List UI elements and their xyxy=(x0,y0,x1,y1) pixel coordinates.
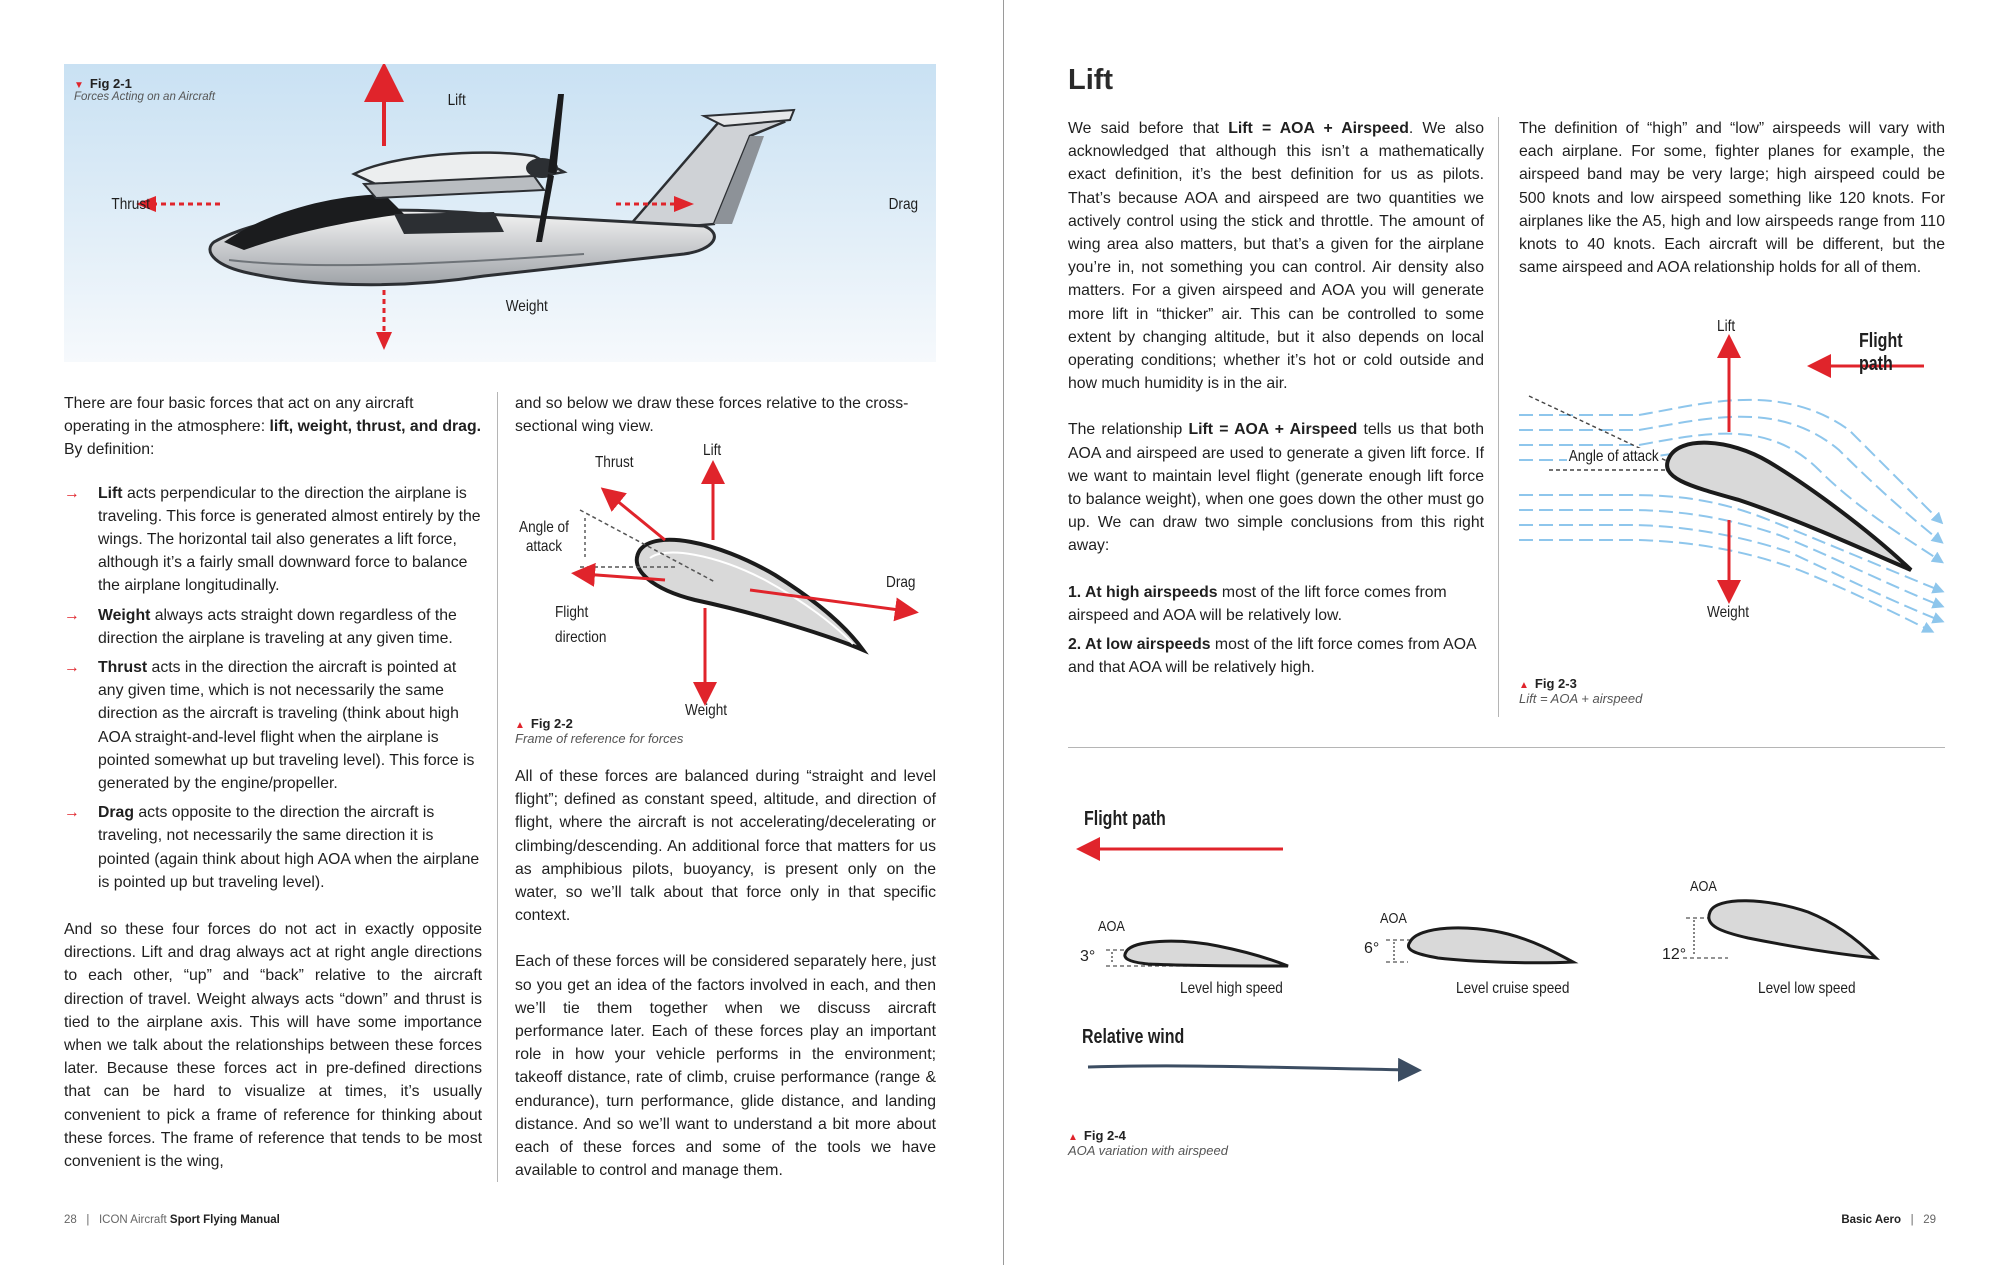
fig-label: Fig 2-4 xyxy=(1083,1128,1126,1143)
section-divider xyxy=(1068,747,1945,748)
aoa-angle-value: 12° xyxy=(1662,946,1687,963)
fig-2-3: Lift Flight path Angle of attack Weight xyxy=(1519,318,1945,640)
page-number: 29 xyxy=(1923,1214,1936,1226)
manual-title: Sport Flying Manual xyxy=(169,1214,280,1226)
triangle-marker-icon: ▲ xyxy=(1519,680,1529,691)
wing-forces-diagram xyxy=(571,460,919,706)
list-item: →Weight always acts straight down regard… xyxy=(64,604,482,650)
list-item: →Thrust acts in the direction the aircra… xyxy=(64,656,482,795)
right-footer: Basic Aero | 29 xyxy=(1841,1214,1936,1226)
weight-label: Weight xyxy=(1707,604,1750,621)
arrow-right-icon: → xyxy=(64,484,80,502)
left-column-2: and so below we draw these forces relati… xyxy=(515,392,936,438)
lift-label: Lift xyxy=(703,442,722,459)
triangle-marker-icon: ▲ xyxy=(515,720,525,731)
brand-name: ICON Aircraft xyxy=(98,1214,167,1226)
fig-2-1: ▼ Fig 2-1 Forces Acting on an Aircraft Li… xyxy=(64,62,936,362)
list-item: →Lift acts perpendicular to the directio… xyxy=(64,482,482,598)
paragraph: And so these four forces do not act in e… xyxy=(64,921,482,1171)
left-column-2-lower: All of these forces are balanced during … xyxy=(515,765,936,1182)
left-page: ▼ Fig 2-1 Forces Acting on an Aircraft Li… xyxy=(64,62,936,1226)
fig-2-4-caption-block: ▲ Fig 2-4 AOA variation with airspeed xyxy=(1068,1128,1228,1158)
aoa-angle-value: 3° xyxy=(1080,948,1096,965)
relative-wind-label: Relative wind xyxy=(1082,1026,1185,1048)
fig-caption: Lift = AOA + airspeed xyxy=(1519,691,1643,706)
aircraft-forces-illustration xyxy=(64,62,936,362)
weight-label: Weight xyxy=(505,298,548,315)
airfoil-label: Level low speed xyxy=(1758,980,1856,997)
lift-label: Lift xyxy=(447,92,466,109)
flight-path-label: Flight path xyxy=(1084,808,1166,830)
page-title: Lift xyxy=(1068,64,1114,96)
thrust-label: Thrust xyxy=(595,454,634,471)
lift-airflow-diagram xyxy=(1519,334,1945,633)
thrust-label: Thrust xyxy=(111,196,150,213)
column-divider xyxy=(1498,117,1499,717)
paragraph: and so below we draw these forces relati… xyxy=(515,395,909,436)
list-item: →Drag acts opposite to the direction the… xyxy=(64,801,482,894)
arrow-right-icon: → xyxy=(64,606,80,624)
drag-label: Drag xyxy=(888,196,919,213)
angle-of-attack-label: Angle of attack xyxy=(1567,448,1661,466)
conclusion-1: 1. At high airspeeds most of the lift fo… xyxy=(1068,583,1447,624)
fig-caption: AOA variation with airspeed xyxy=(1068,1143,1228,1158)
fig-2-2-caption-block: ▲ Fig 2-2 Frame of reference for forces xyxy=(515,716,683,746)
paragraph: We said before that Lift = AOA + Airspee… xyxy=(1068,120,1484,393)
fig-2-4: Flight path AOA 3° Level high speed AOA … xyxy=(1068,800,1945,1110)
paragraph: The definition of “high” and “low” airsp… xyxy=(1519,120,1945,277)
conclusion-2: 2. At low airspeeds most of the lift for… xyxy=(1068,636,1476,677)
fig-label: Fig 2-2 xyxy=(530,716,573,731)
book-spine xyxy=(1003,0,1004,1265)
weight-label: Weight xyxy=(685,702,728,719)
section-name: Basic Aero xyxy=(1841,1214,1902,1226)
lift-label: Lift xyxy=(1717,318,1736,335)
paragraph: The relationship Lift = AOA + Airspeed t… xyxy=(1068,421,1484,555)
drag-label: Drag xyxy=(886,574,916,591)
aoa-label: AOA xyxy=(1690,878,1717,895)
arrow-right-icon: → xyxy=(64,804,80,822)
airfoil-label: Level high speed xyxy=(1180,980,1283,997)
aoa-label: AOA xyxy=(1098,918,1125,935)
aoa-variation-diagram xyxy=(1076,837,1881,1082)
flight-path-label: Flight path xyxy=(1859,330,1903,375)
triangle-marker-icon: ▲ xyxy=(1068,1132,1078,1143)
left-column-1: There are four basic forces that act on … xyxy=(64,392,482,1173)
fig-caption: Frame of reference for forces xyxy=(515,731,684,746)
aoa-angle-value: 6° xyxy=(1364,940,1380,957)
column-divider xyxy=(497,392,498,1182)
forces-list: →Lift acts perpendicular to the directio… xyxy=(64,482,482,894)
intro-paragraph: There are four basic forces that act on … xyxy=(64,395,481,459)
left-footer: 28 | ICON Aircraft Sport Flying Manual xyxy=(64,1214,280,1226)
fig-caption: Forces Acting on an Aircraft xyxy=(74,91,216,103)
page-number: 28 xyxy=(64,1214,77,1226)
fig-2-3-caption-block: ▲ Fig 2-3 Lift = AOA + airspeed xyxy=(1519,676,1642,706)
right-column-1: We said before that Lift = AOA + Airspee… xyxy=(1068,117,1484,679)
arrow-right-icon: → xyxy=(64,659,80,677)
airfoil-label: Level cruise speed xyxy=(1456,980,1570,997)
paragraph: All of these forces are balanced during … xyxy=(515,768,936,925)
fig-label: Fig 2-1 xyxy=(89,76,132,91)
paragraph: Each of these forces will be considered … xyxy=(515,953,936,1180)
fig-label: Fig 2-3 xyxy=(1534,676,1577,691)
triangle-marker-icon: ▼ xyxy=(74,80,84,91)
right-page: Lift We said before that Lift = AOA + Ai… xyxy=(1004,0,2000,1265)
right-column-2: The definition of “high” and “low” airsp… xyxy=(1519,117,1945,279)
aoa-label: AOA xyxy=(1380,910,1407,927)
